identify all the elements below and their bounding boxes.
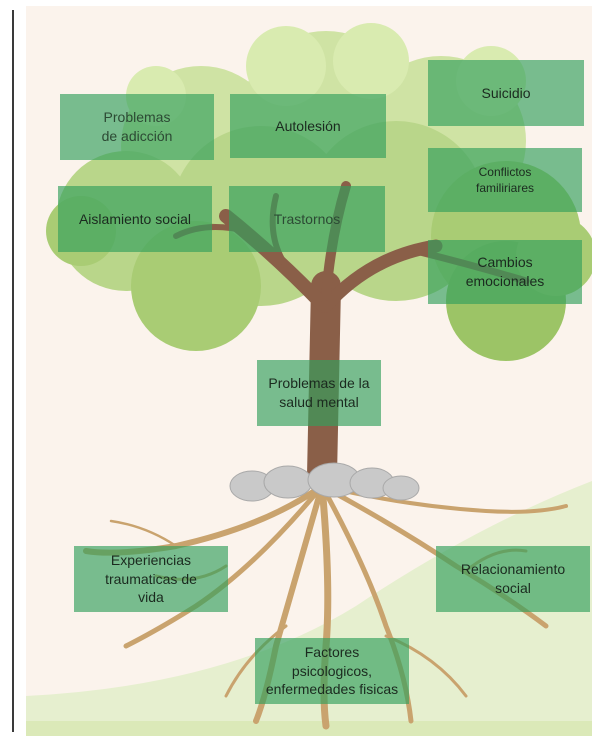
label-autolesion: Autolesión	[230, 94, 386, 158]
page-left-border	[12, 10, 14, 732]
label-factores-psicologicos: Factores psicologicos, enfermedades fisi…	[255, 638, 409, 704]
label-cambios-emocionales: Cambios emocionales	[428, 240, 582, 304]
label-relacionamiento-social: Relacionamiento social	[436, 546, 590, 612]
label-trastornos: Trastornos	[229, 186, 385, 252]
root-stones	[229, 462, 420, 502]
label-suicidio: Suicidio	[428, 60, 584, 126]
label-conflictos-familiriares: Conflictos familiriares	[428, 148, 582, 212]
ground-strip	[26, 721, 592, 736]
diagram-canvas: Problemas de adicción Autolesión Suicidi…	[26, 6, 592, 736]
ground-hill	[26, 481, 592, 736]
label-problemas-de-adiccion: Problemas de adicción	[60, 94, 214, 160]
label-aislamiento-social: Aislamiento social	[58, 186, 212, 252]
label-problemas-de-la-salud-mental: Problemas de la salud mental	[257, 360, 381, 426]
label-experiencias-traumaticas: Experiencias traumaticas de vida	[74, 546, 228, 612]
